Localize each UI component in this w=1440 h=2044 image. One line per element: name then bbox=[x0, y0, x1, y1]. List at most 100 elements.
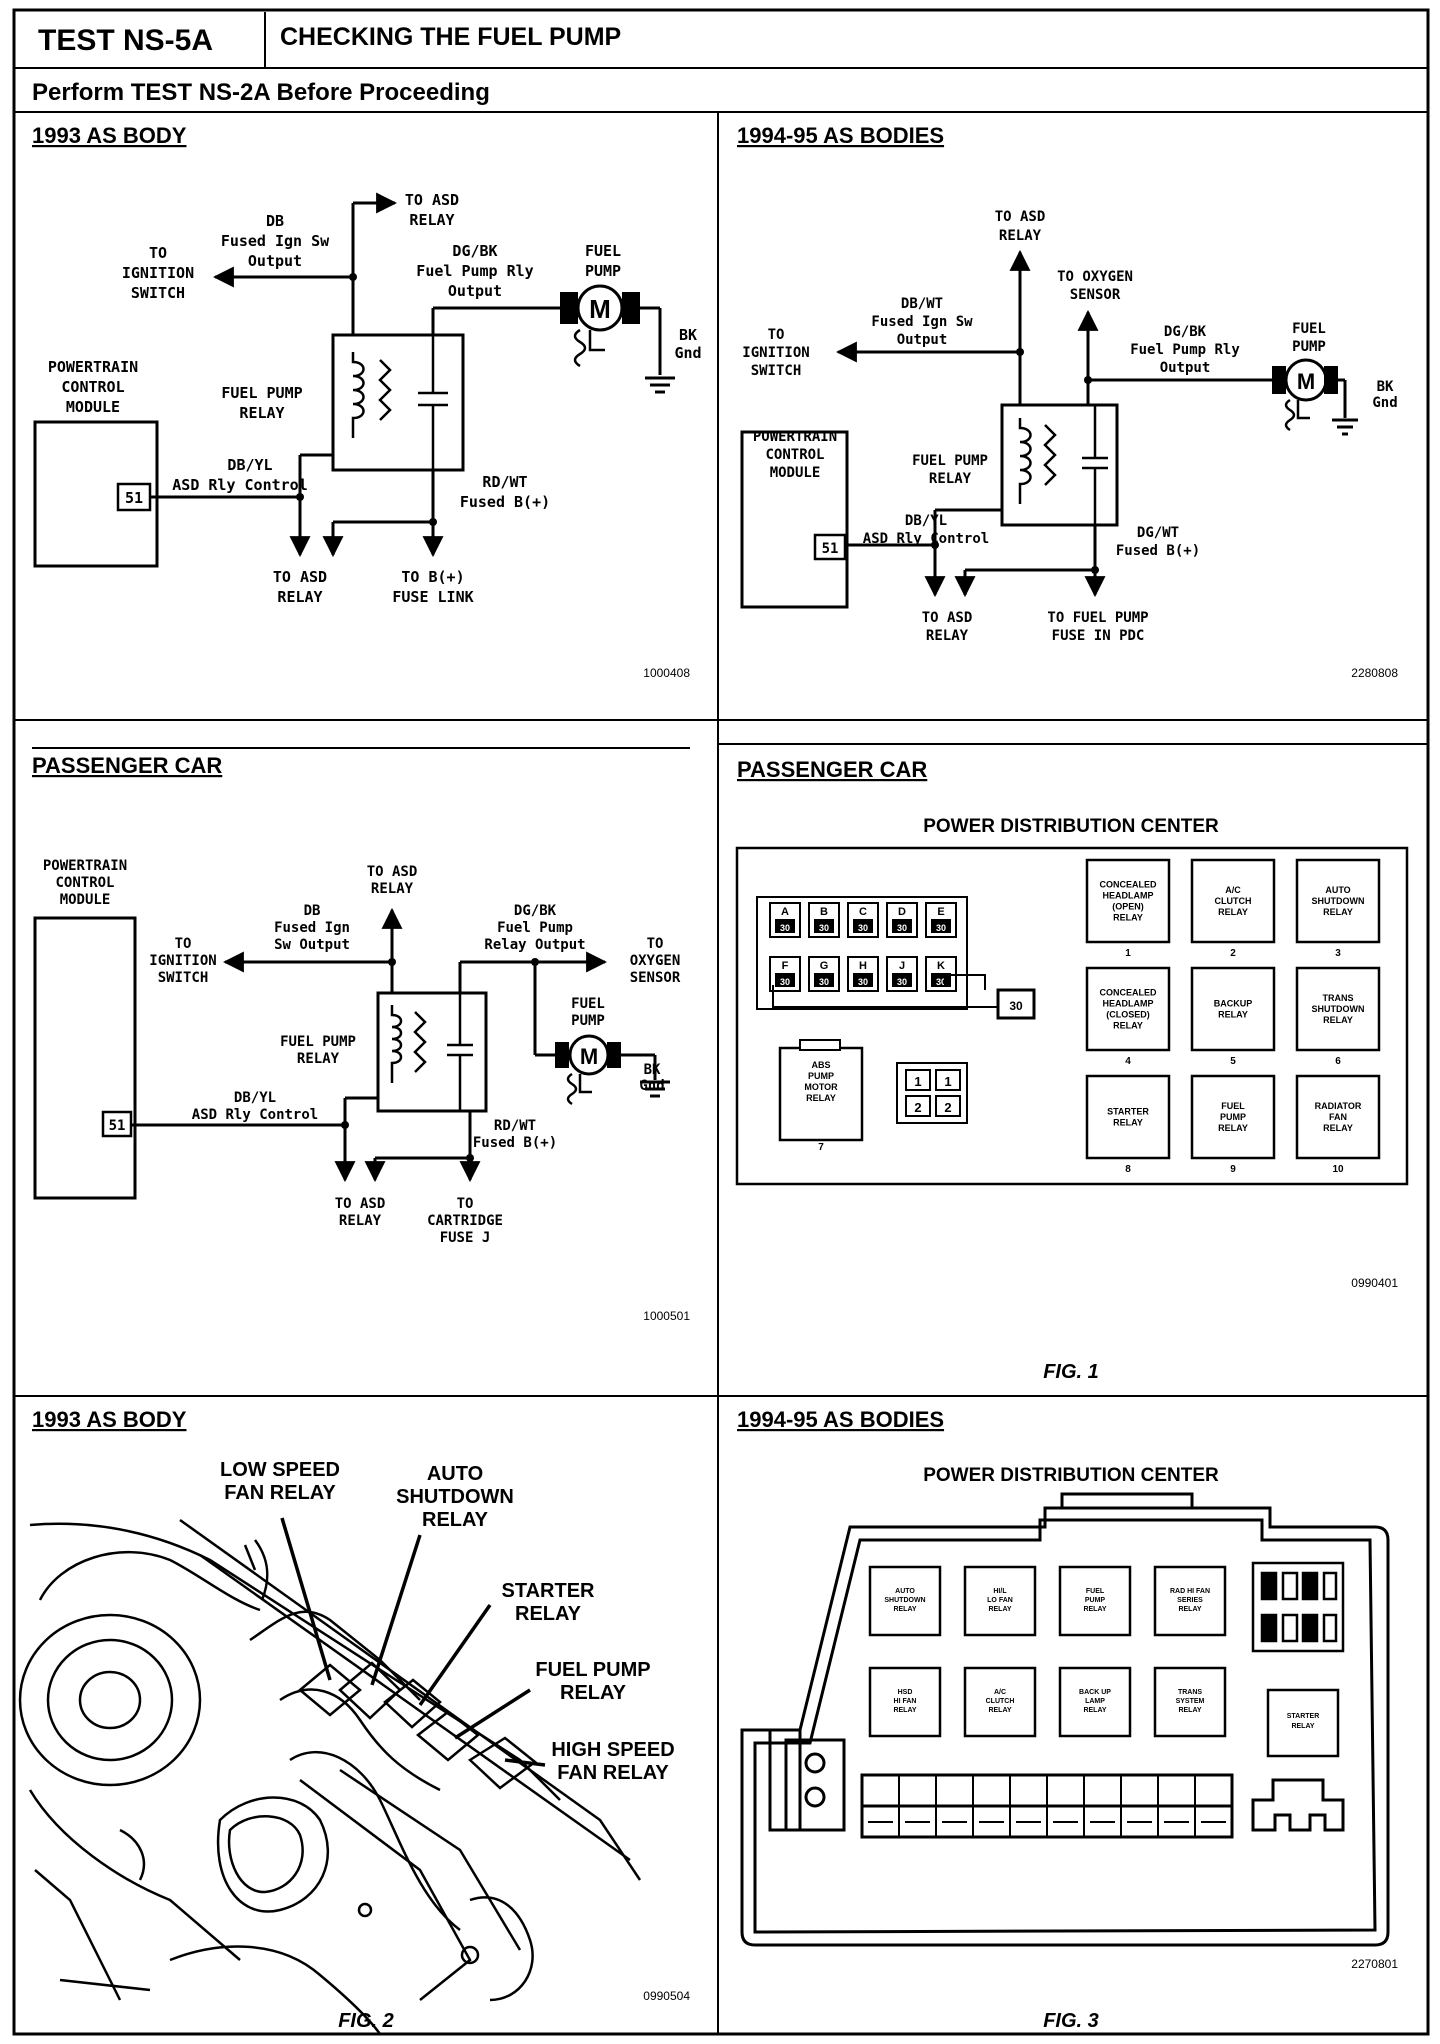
label: RD/WT bbox=[494, 1118, 536, 1134]
label: DG/BK bbox=[514, 903, 557, 919]
label: Relay Output bbox=[484, 937, 585, 953]
label: ASD Rly Control bbox=[863, 531, 989, 547]
label: RELAY bbox=[339, 1213, 382, 1229]
label: IGNITION bbox=[149, 953, 216, 969]
fuse-code-box bbox=[775, 973, 795, 987]
fuse-code: 30 bbox=[819, 923, 829, 933]
label: Fused B(+) bbox=[460, 493, 550, 511]
fuse-slot bbox=[769, 956, 801, 992]
relay-label: RELAY bbox=[1218, 907, 1248, 917]
label: RELAY bbox=[371, 881, 414, 897]
label: RELAY bbox=[929, 471, 972, 487]
relay-box bbox=[1190, 966, 1276, 1052]
relay-label: CLUTCH bbox=[1215, 896, 1252, 906]
label: PUMP bbox=[1292, 339, 1326, 355]
label: TO ASD bbox=[273, 568, 327, 586]
relay-box bbox=[868, 1666, 942, 1738]
fuse-code: 30 bbox=[897, 977, 907, 987]
figure-ref: 0990504 bbox=[643, 1989, 690, 2003]
figure-caption: FIG. 2 bbox=[338, 2010, 394, 2032]
label: FUEL PUMP bbox=[221, 384, 302, 402]
relay-label: RELAY bbox=[1083, 1707, 1106, 1714]
label: MODULE bbox=[60, 892, 111, 908]
fuse-letter: H bbox=[859, 960, 867, 972]
relay-label: A/C bbox=[994, 1689, 1006, 1696]
page-frame bbox=[12, 8, 1430, 2036]
panel-heading: 1994-95 AS BODIES bbox=[737, 123, 944, 148]
fuse-slot bbox=[925, 902, 957, 938]
fuse-letter: G bbox=[820, 960, 829, 972]
relay-label: CLUTCH bbox=[986, 1698, 1015, 1705]
label: Gnd bbox=[674, 344, 701, 362]
label: 2 bbox=[944, 1100, 951, 1115]
fuse-code: 30 bbox=[858, 977, 868, 987]
fuse-letter: A bbox=[781, 906, 789, 918]
callout-fuel-pump-relay: FUEL PUMP bbox=[535, 1659, 650, 1681]
relay-label: RELAY bbox=[1323, 1015, 1353, 1025]
relay-label: HI/L bbox=[993, 1588, 1007, 1595]
relay-box bbox=[1058, 1565, 1132, 1637]
relay-label: RELAY bbox=[893, 1606, 916, 1613]
figure-ref: 2270801 bbox=[1351, 1957, 1398, 1971]
callout-label: FAN RELAY bbox=[224, 1482, 336, 1504]
fuse-code-box bbox=[892, 973, 912, 987]
relay-box bbox=[1085, 1074, 1171, 1160]
pin-number: 51 bbox=[125, 489, 143, 507]
relay-box bbox=[1153, 1666, 1227, 1738]
panel-heading: PASSENGER CAR bbox=[32, 753, 222, 778]
label: Fuel Pump Rly bbox=[1130, 342, 1240, 358]
relay-coil-icon bbox=[351, 335, 448, 470]
label: RELAY bbox=[297, 1051, 340, 1067]
wires bbox=[33, 192, 662, 568]
relay-number: 8 bbox=[1125, 1164, 1131, 1175]
relay-label: RELAY bbox=[1218, 1123, 1248, 1133]
relay-label: CONCEALED bbox=[1099, 880, 1157, 890]
label: CONTROL bbox=[61, 378, 124, 396]
fuse-code-box bbox=[892, 919, 912, 933]
relay-label: SYSTEM bbox=[1176, 1698, 1205, 1705]
label: 1 bbox=[914, 1074, 921, 1089]
label: 7 bbox=[818, 1142, 824, 1153]
abs-pump-motor-relay: ABS PUMP MOTOR RELAY 7 bbox=[778, 1039, 864, 1153]
panel-passenger-car-wiring: PASSENGER CAR bbox=[32, 747, 690, 1323]
relay-label: SERIES bbox=[1177, 1597, 1203, 1604]
relay-label: RELAY bbox=[1113, 1118, 1143, 1128]
fuse-letter: K bbox=[937, 960, 945, 972]
relay-label: AUTO bbox=[895, 1588, 915, 1595]
label: ABS bbox=[811, 1060, 830, 1070]
relay-label: RELAY bbox=[1323, 1123, 1353, 1133]
label: FUSE LINK bbox=[392, 588, 473, 606]
relay-label: RELAY bbox=[1323, 907, 1353, 917]
fuse-letter: D bbox=[898, 906, 906, 918]
label: POWERTRAIN bbox=[753, 429, 837, 445]
relay-number: 4 bbox=[1125, 1056, 1131, 1067]
ground-icon bbox=[645, 376, 675, 394]
label: PUMP bbox=[585, 262, 621, 280]
label: IGNITION bbox=[742, 345, 809, 361]
fuse-code: 30 bbox=[936, 923, 946, 933]
relay-box bbox=[1295, 1074, 1381, 1160]
label: Output bbox=[448, 282, 502, 300]
relay-box bbox=[1295, 858, 1381, 944]
relay-label: HI FAN bbox=[894, 1698, 917, 1705]
label: TO bbox=[149, 244, 167, 262]
label: SWITCH bbox=[158, 970, 209, 986]
label: TO ASD bbox=[995, 209, 1046, 225]
relay-coil-icon bbox=[1018, 405, 1108, 525]
relay-label: RELAY bbox=[1113, 1021, 1143, 1031]
relay-label: RELAY bbox=[1178, 1606, 1201, 1613]
fuse-letter: B bbox=[820, 906, 828, 918]
ground-icon bbox=[640, 1080, 670, 1098]
label: RELAY bbox=[409, 211, 454, 229]
label: BK bbox=[644, 1062, 661, 1078]
panel-heading: PASSENGER CAR bbox=[737, 757, 927, 782]
label: RD/WT bbox=[482, 473, 527, 491]
label: Fused Ign Sw bbox=[221, 232, 330, 250]
label: 1 bbox=[944, 1074, 951, 1089]
relay-box bbox=[963, 1565, 1037, 1637]
fuse-code-box bbox=[814, 919, 834, 933]
label: Fuel Pump Rly bbox=[416, 262, 533, 280]
label: MODULE bbox=[770, 465, 821, 481]
